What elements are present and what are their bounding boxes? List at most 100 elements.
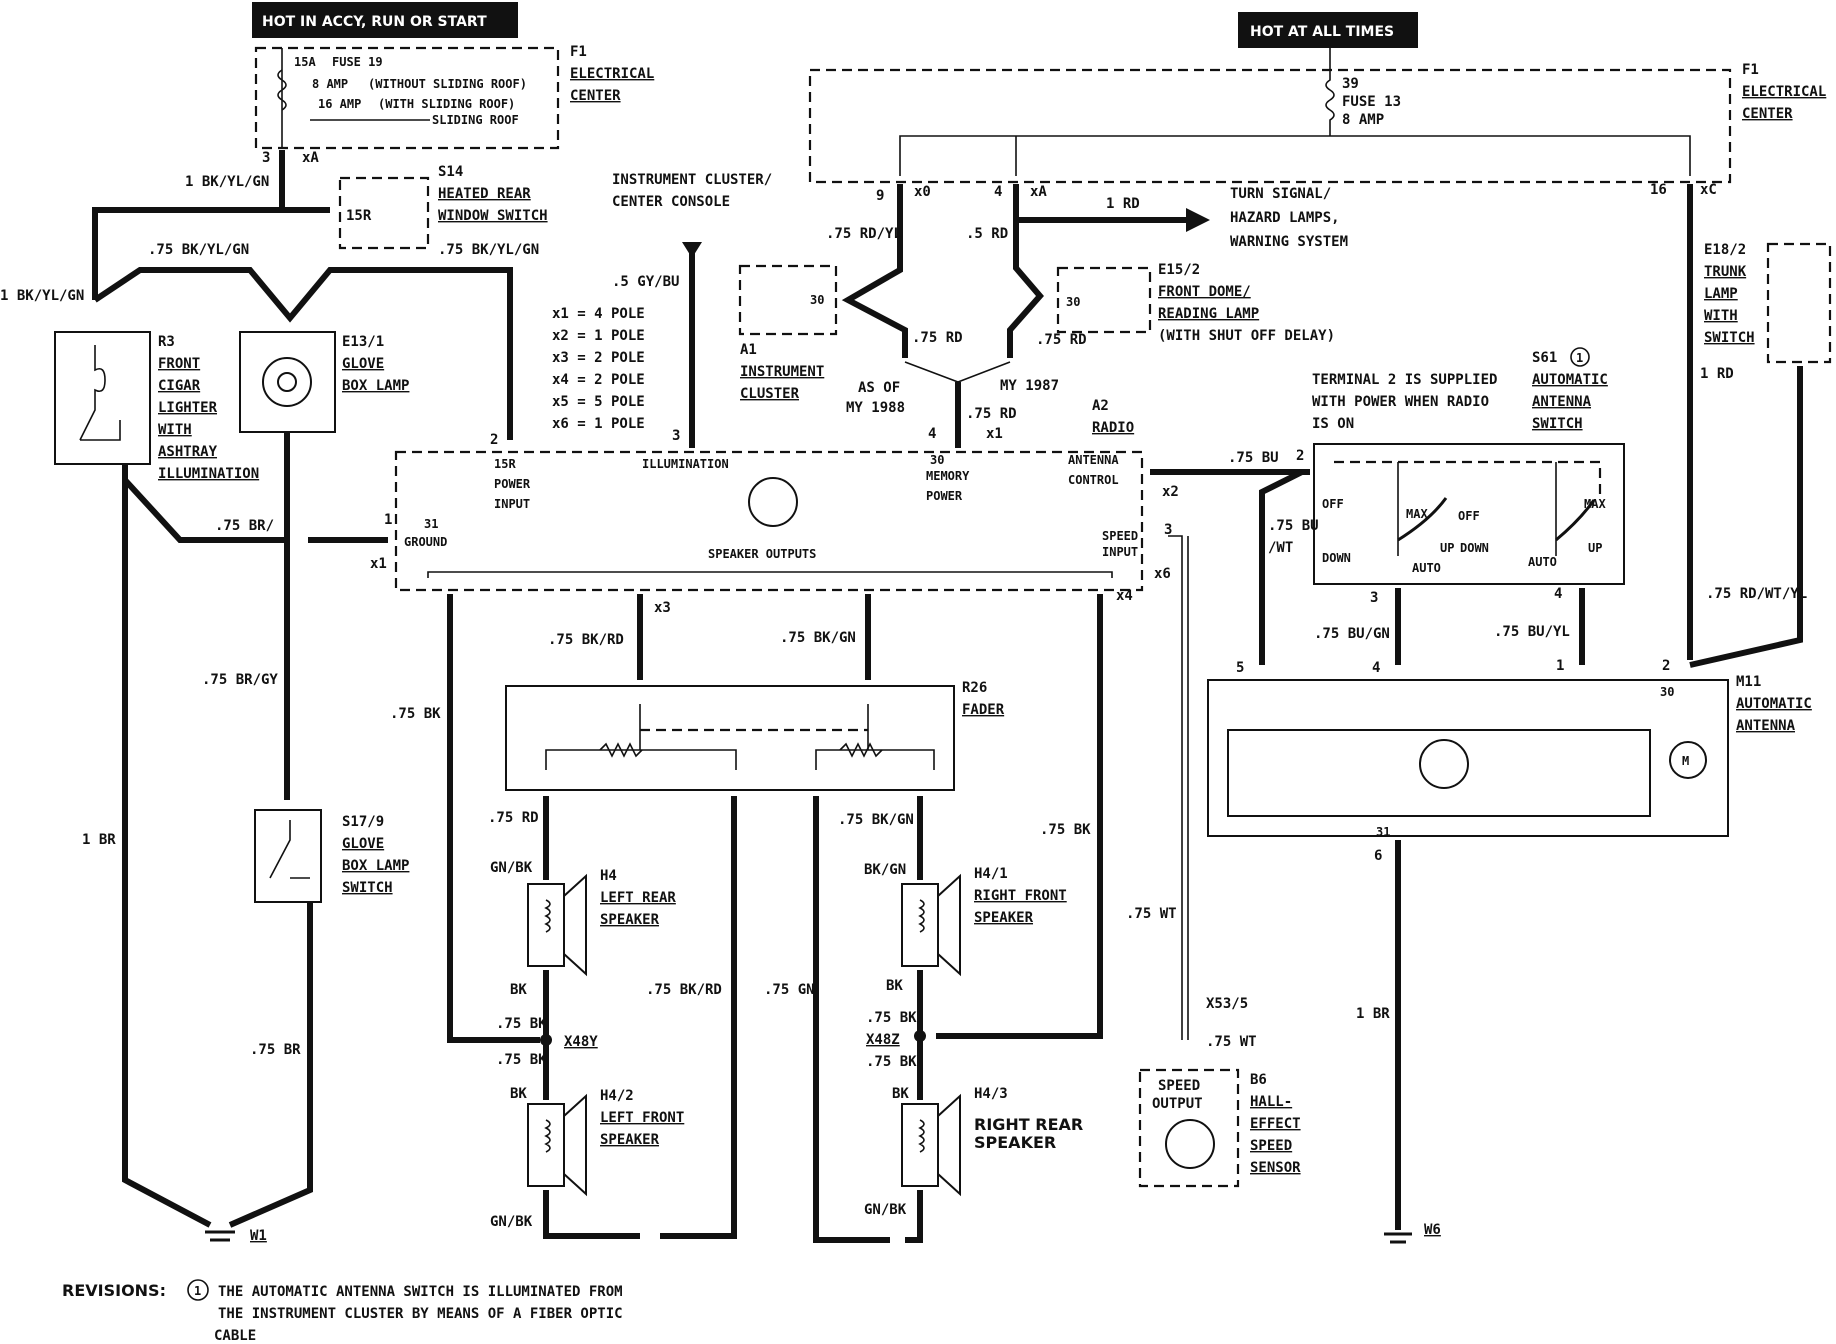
w1-label: W1 <box>250 1228 267 1244</box>
e15-n3: (WITH SHUT OFF DELAY) <box>1158 328 1335 344</box>
m11-box <box>1207 679 1729 837</box>
x48z-label: X48Z <box>866 1032 900 1048</box>
s61-down1: DOWN <box>1322 551 1351 565</box>
h43-coil <box>918 1119 925 1153</box>
wire-label-1rd-b: 1 RD <box>1700 366 1734 382</box>
s61-linkage <box>1334 460 1602 500</box>
wire-75wt <box>1168 535 1189 1040</box>
pole-x5: x5 = 5 POLE <box>552 394 645 410</box>
s61-revision-mark-icon <box>1570 347 1590 367</box>
x48y-label: X48Y <box>564 1034 598 1050</box>
r26-id: R26 <box>962 680 987 696</box>
h43-speaker-icon <box>937 1093 961 1197</box>
fuse13-distribution <box>899 48 1691 176</box>
radio-transistor-icon <box>748 477 798 527</box>
b6-id: B6 <box>1250 1072 1267 1088</box>
h4-box <box>527 883 565 967</box>
h43-box <box>901 1103 939 1187</box>
s61-n2: ANTENNA <box>1532 394 1592 410</box>
e18-n1: TRUNK <box>1704 264 1747 280</box>
h4-coil <box>544 899 551 933</box>
s17-n1: GLOVE <box>342 836 384 852</box>
pole-x3: x3 = 2 POLE <box>552 350 645 366</box>
a1-id: A1 <box>740 342 757 358</box>
radio-box <box>394 450 1144 592</box>
header-hot-all-box <box>1238 12 1418 48</box>
r3-id: R3 <box>158 334 175 350</box>
wire-label-75rd-c: .75 RD <box>966 406 1017 422</box>
wire-label-1bkylgn-b: 1 BK/YL/GN <box>0 288 84 304</box>
s61-off1: OFF <box>1322 497 1344 511</box>
m11-n2: ANTENNA <box>1736 718 1796 734</box>
conn-p3c: 3 <box>1164 522 1172 538</box>
my1987: MY 1987 <box>1000 378 1059 394</box>
a2-spk: SPEAKER OUTPUTS <box>708 547 816 561</box>
wire-rdyl <box>841 184 908 358</box>
wire-label-bkgn2: .75 BK/GN <box>838 812 914 828</box>
f1-right-name1: ELECTRICAL <box>1742 84 1826 100</box>
s61-n1: AUTOMATIC <box>1532 372 1608 388</box>
wire-label-1br: 1 BR <box>82 832 116 848</box>
r26-resistor2 <box>839 742 883 758</box>
wire-label-rdwtyl: .75 RD/WT/YL <box>1706 586 1807 602</box>
fuse19-l1: 8 AMP <box>312 77 348 91</box>
r26-name: FADER <box>962 702 1005 718</box>
conn-p16: 16 <box>1650 182 1667 198</box>
wire-label-bk4: BK <box>892 1086 909 1102</box>
fuse13-num: 39 <box>1342 76 1359 92</box>
wire-label-buwt: .75 BU <box>1268 518 1319 534</box>
wire-label-75bu: .75 BU <box>1228 450 1279 466</box>
fuse19-l2: 16 AMP <box>318 97 361 111</box>
conn-p2b: 2 <box>1296 448 1304 464</box>
wire-1br <box>122 464 212 1228</box>
conn-x4: x4 <box>1116 588 1133 604</box>
e13-id: E13/1 <box>342 334 384 350</box>
a2-gnd-pin: 31 <box>424 517 438 531</box>
conn-p4c: 4 <box>1554 586 1562 602</box>
merge-bracket <box>904 361 1011 383</box>
revisions-l3: CABLE <box>214 1328 256 1344</box>
wire-75bkylgn <box>93 267 513 440</box>
s61-switch2 <box>1555 499 1596 542</box>
e13-box <box>239 331 336 433</box>
e15-n2: READING LAMP <box>1158 306 1259 322</box>
r3-n2: CIGAR <box>158 378 201 394</box>
conn-x1b: x1 <box>370 556 387 572</box>
s61-switch1 <box>1397 497 1448 542</box>
m11-n1: AUTOMATIC <box>1736 696 1812 712</box>
s61-max1: MAX <box>1406 507 1428 521</box>
b6-n1: HALL- <box>1250 1094 1292 1110</box>
fuse19-amp: 15A <box>294 55 316 69</box>
a1-n1: INSTRUMENT <box>740 364 824 380</box>
m11-pin30: 30 <box>1660 685 1674 699</box>
revisions-l1: THE AUTOMATIC ANTENNA SWITCH IS ILLUMINA… <box>218 1284 623 1300</box>
s14-n2: WINDOW SWITCH <box>438 208 548 224</box>
asof1988-l2: MY 1988 <box>846 400 905 416</box>
a2-illum: ILLUMINATION <box>642 457 729 471</box>
conn-xA: xA <box>302 150 319 166</box>
e15-box <box>1056 266 1152 334</box>
speaker-outputs-bracket <box>427 571 1113 578</box>
wire-label-gnbk2: GN/BK <box>490 1214 533 1230</box>
turn-l2: HAZARD LAMPS, <box>1230 210 1340 226</box>
s61-auto2: AUTO <box>1528 555 1557 569</box>
h41-speaker-icon <box>937 873 961 977</box>
conn-p9: 9 <box>876 188 884 204</box>
wire-label-75br: .75 BR <box>250 1042 301 1058</box>
instr-center-l2: CENTER CONSOLE <box>612 194 730 210</box>
wire-label-75bkylgn-a: .75 BK/YL/GN <box>148 242 249 258</box>
wire-label-75rd-b: .75 RD <box>1036 332 1087 348</box>
wire-label-gnbk3: GN/BK <box>864 1202 907 1218</box>
m11-id: M11 <box>1736 674 1761 690</box>
a2-power1: POWER <box>494 477 531 491</box>
x48y-junction-icon <box>540 1034 552 1046</box>
wire-label-buwt2: /WT <box>1268 540 1293 556</box>
conn-p3d: 3 <box>1370 590 1378 606</box>
conn-p1b: 1 <box>1556 658 1564 674</box>
wire-label-bkrd: .75 BK/RD <box>548 632 624 648</box>
turn-arrow-icon <box>1186 208 1210 232</box>
wire-h42-gnd <box>543 1190 640 1239</box>
s14-box <box>338 176 430 250</box>
wire-label-1rd: 1 RD <box>1106 196 1140 212</box>
wire-rdwtyl <box>1689 366 1803 668</box>
